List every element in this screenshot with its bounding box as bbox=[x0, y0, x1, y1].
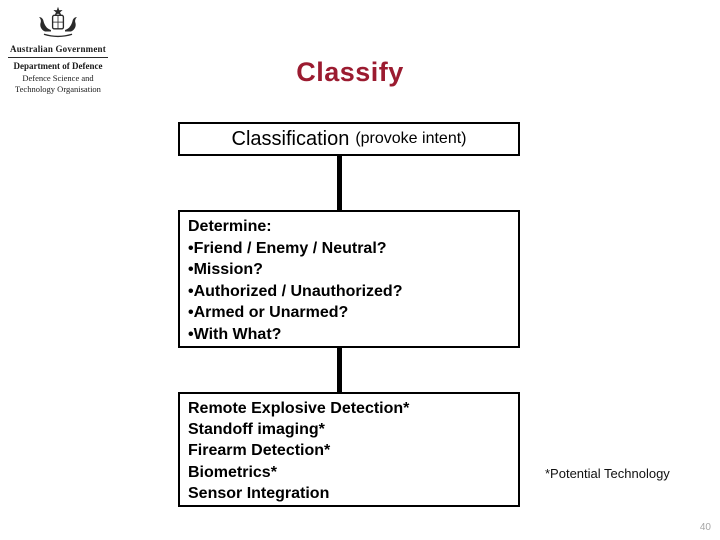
determine-box: Determine: •Friend / Enemy / Neutral? •M… bbox=[178, 210, 520, 348]
classification-box: Classification (provoke intent) bbox=[178, 122, 520, 156]
connector-line-2 bbox=[337, 347, 342, 393]
determine-box-heading: Determine: bbox=[188, 218, 272, 235]
classification-box-main: Classification bbox=[231, 127, 350, 150]
technology-box-item: Biometrics* bbox=[188, 463, 277, 481]
connector-line-1 bbox=[337, 155, 342, 211]
logo-government-text: Australian Government bbox=[10, 44, 106, 54]
logo-department-text: Department of Defence bbox=[13, 61, 103, 71]
footnote-potential-technology: *Potential Technology bbox=[545, 466, 670, 481]
technology-box-item: Standoff imaging* bbox=[188, 421, 325, 439]
technology-box: Remote Explosive Detection* Standoff ima… bbox=[178, 392, 520, 507]
classification-box-sub: (provoke intent) bbox=[355, 130, 467, 147]
technology-box-item: Firearm Detection* bbox=[188, 442, 331, 460]
determine-box-item: •Friend / Enemy / Neutral? bbox=[188, 239, 387, 257]
technology-box-item: Sensor Integration bbox=[188, 484, 330, 502]
coat-of-arms-icon bbox=[39, 6, 77, 38]
page-number: 40 bbox=[699, 522, 711, 533]
defence-logo: Australian Government Department of Defe… bbox=[6, 6, 110, 94]
logo-org-line2: Technology Organisation bbox=[15, 83, 101, 94]
logo-org-line1: Defence Science and bbox=[22, 73, 94, 83]
determine-box-item: •Authorized / Unauthorized? bbox=[188, 282, 403, 300]
technology-box-item: Remote Explosive Detection* bbox=[188, 400, 410, 417]
slide-title: Classify bbox=[296, 57, 404, 87]
determine-box-item: •Armed or Unarmed? bbox=[188, 304, 349, 322]
determine-box-item: •Mission? bbox=[188, 261, 263, 279]
determine-box-item: •With What? bbox=[188, 325, 282, 343]
logo-divider bbox=[8, 57, 108, 58]
